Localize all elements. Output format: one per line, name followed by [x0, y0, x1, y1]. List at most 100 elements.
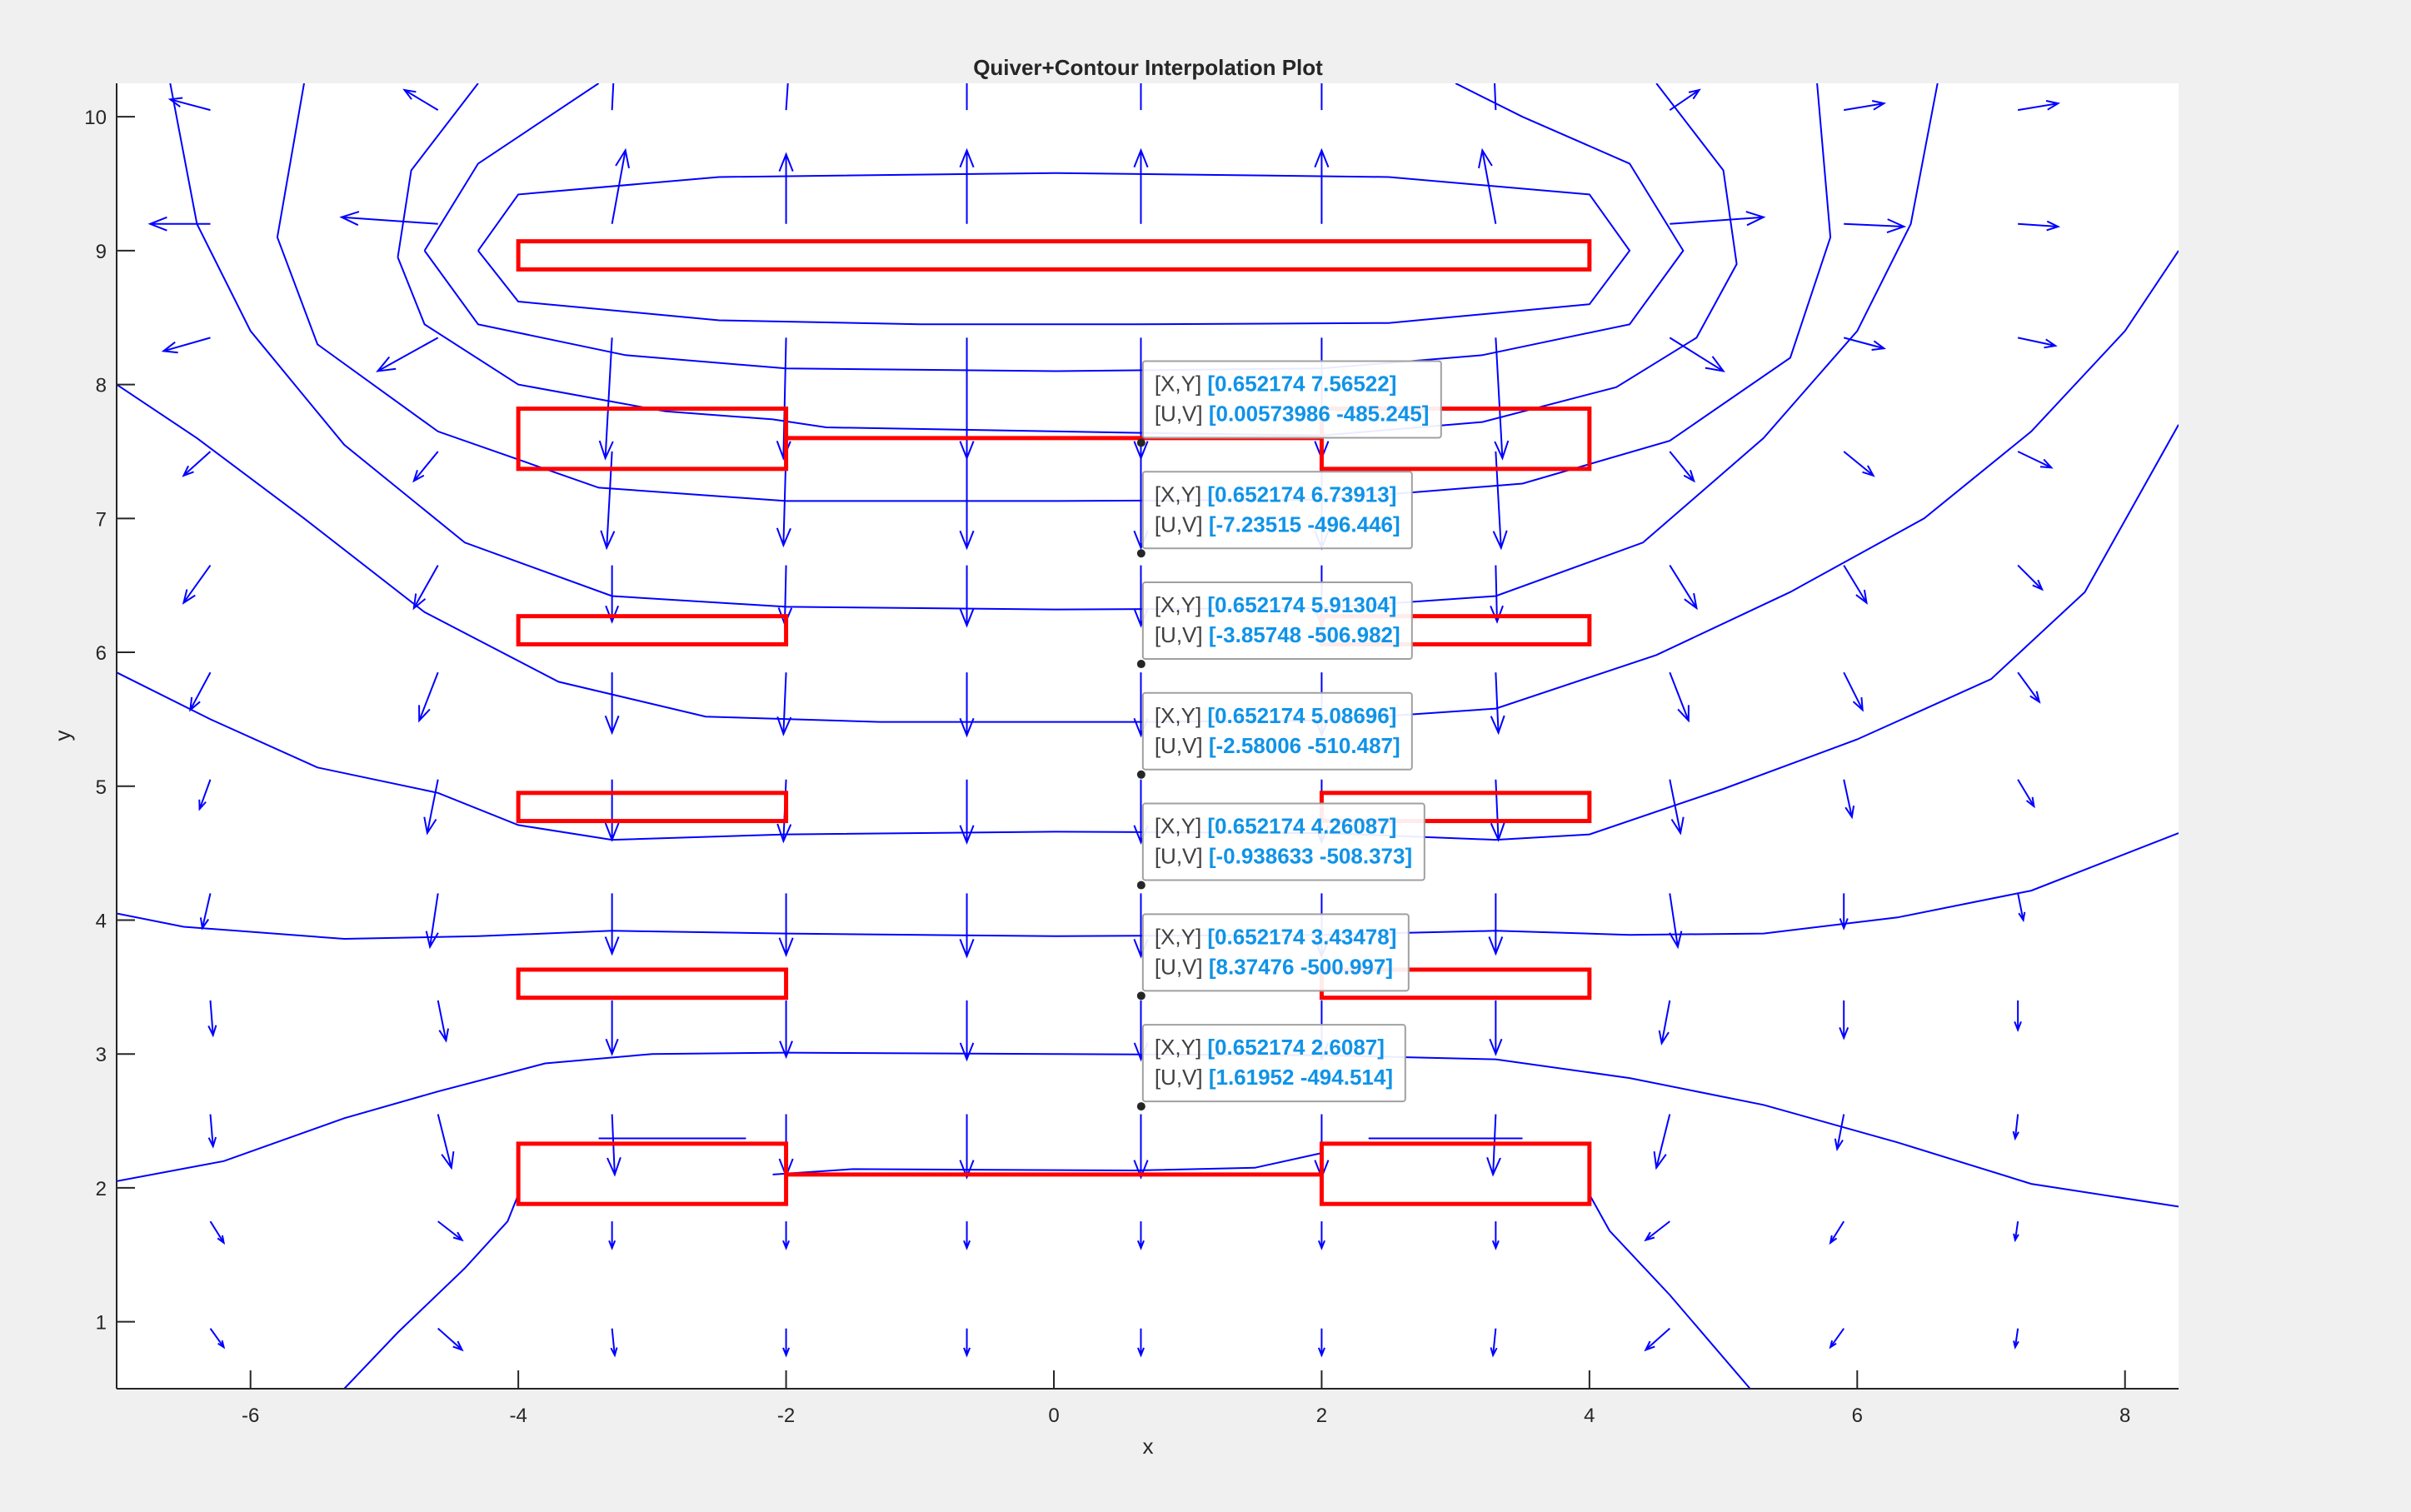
quiver-arrow — [2013, 1220, 2019, 1243]
quiver-arrow — [604, 779, 620, 842]
x-tick-label: 4 — [1584, 1405, 1595, 1427]
quiver-arrow — [610, 1328, 618, 1358]
quiver-arrow — [778, 893, 794, 958]
y-tick-label: 10 — [84, 107, 107, 129]
data-tip-uv-key: [U,V] — [1155, 511, 1209, 536]
quiver-arrow — [1494, 337, 1510, 461]
data-tip-box — [1141, 471, 1413, 550]
quiver-arrow — [199, 893, 212, 931]
quiver-arrow — [182, 565, 212, 605]
quiver-arrow — [209, 1328, 226, 1350]
data-tip-xy: [X,Y] [0.652174 6.73913] — [1155, 482, 1397, 506]
y-tick-label: 8 — [96, 375, 107, 397]
quiver-arrow — [1658, 1000, 1671, 1045]
quiver-arrow — [1644, 1327, 1670, 1352]
quiver-arrow — [605, 1000, 619, 1056]
quiver-arrow — [207, 1114, 217, 1149]
quiver-arrow — [1669, 671, 1690, 723]
quiver-arrows — [147, 83, 2061, 1358]
data-tip[interactable]: [X,Y] [0.652174 2.6087][U,V] [1.61952 -4… — [1136, 1024, 1406, 1111]
contour-line — [477, 172, 1631, 326]
quiver-arrow — [437, 1114, 455, 1170]
x-axis-label: x — [1143, 1434, 1154, 1459]
quiver-arrow — [1478, 147, 1497, 224]
quiver-arrow — [2017, 779, 2035, 809]
data-tip[interactable]: [X,Y] [0.652174 6.73913][U,V] [-7.23515 … — [1136, 471, 1413, 558]
quiver-arrow — [1314, 147, 1330, 224]
data-tip-uv-value: [-3.85748 -506.982] — [1209, 622, 1400, 647]
quiver-arrow — [785, 83, 789, 111]
data-tip[interactable]: [X,Y] [0.652174 5.91304][U,V] [-3.85748 … — [1136, 581, 1413, 669]
quiver-arrow — [147, 216, 211, 232]
data-tip-marker[interactable] — [1136, 660, 1146, 669]
quiver-arrow — [339, 211, 438, 227]
data-tip-xy-key: [X,Y] — [1155, 814, 1208, 839]
data-tip-uv: [U,V] [-0.938633 -508.373] — [1155, 844, 1412, 869]
quiver-arrow — [412, 451, 439, 483]
data-tips[interactable]: [X,Y] [0.652174 7.56522][U,V] [0.0057398… — [1136, 360, 1442, 1111]
contour-line — [343, 1194, 520, 1389]
electrode-outlines — [516, 239, 1592, 1206]
quiver-arrow — [437, 1000, 449, 1043]
data-tip-uv-key: [U,V] — [1155, 844, 1209, 869]
data-tip[interactable]: [X,Y] [0.652174 4.26087][U,V] [-0.938633… — [1136, 802, 1425, 890]
quiver-arrow — [959, 672, 975, 738]
quiver-arrow — [167, 97, 211, 112]
quiver-arrow — [376, 337, 439, 372]
quiver-arrow — [779, 1000, 793, 1060]
contour-line — [117, 1051, 2179, 1208]
y-axis-label: y — [50, 731, 75, 741]
data-tip-marker[interactable] — [1136, 549, 1146, 558]
data-tip-box — [1141, 913, 1410, 992]
data-tip[interactable]: [X,Y] [0.652174 3.43478] [U,V] [8.37476 -… — [1136, 913, 1410, 1001]
quiver-arrow — [1829, 1328, 1845, 1350]
quiver-arrow — [402, 88, 439, 112]
quiver-arrow — [959, 147, 975, 224]
quiver-arrow — [425, 893, 439, 950]
y-tick-label: 7 — [96, 508, 107, 531]
quiver-arrow — [1843, 565, 1868, 605]
data-tip[interactable]: [X,Y] [0.652174 7.56522][U,V] [0.0057398… — [1136, 360, 1442, 447]
data-tip-uv: [U,V] [8.37476 -500.997] — [1155, 954, 1393, 979]
quiver-arrow — [959, 1000, 975, 1062]
data-tip-marker[interactable] — [1136, 438, 1146, 447]
quiver-arrow — [1140, 83, 1142, 111]
data-tip[interactable]: [X,Y] [0.652174 5.08696][U,V] [-2.58006 … — [1136, 691, 1413, 779]
y-tick-label: 6 — [96, 642, 107, 665]
quiver-arrow — [776, 672, 792, 736]
data-tip-box — [1141, 1024, 1406, 1103]
quiver-arrow — [1494, 83, 1497, 111]
quiver-arrow — [1669, 88, 1701, 111]
quiver-arrow — [1490, 1328, 1498, 1358]
data-tip-marker[interactable] — [1136, 881, 1146, 890]
quiver-arrow — [604, 672, 620, 736]
y-tick-label: 2 — [96, 1178, 107, 1200]
quiver-arrow — [198, 779, 212, 811]
data-tip-uv-key: [U,V] — [1155, 622, 1209, 647]
quiver-arrow — [1136, 1328, 1145, 1358]
data-tip-xy-key: [X,Y] — [1155, 924, 1208, 949]
quiver-arrow — [1490, 672, 1505, 736]
electrode-rect — [516, 791, 789, 824]
quiver-arrow — [782, 1221, 791, 1250]
x-tick-label: -6 — [242, 1405, 259, 1427]
data-tip-xy-value: [0.652174 3.43478] — [1207, 924, 1396, 949]
data-tip-uv: [U,V] [-2.58006 -510.487] — [1155, 733, 1400, 758]
data-tip-marker[interactable] — [1136, 991, 1146, 1001]
quiver-arrow — [963, 1221, 971, 1250]
data-tip-uv-key: [U,V] — [1155, 954, 1209, 979]
data-tip-xy-value: [0.652174 5.91304] — [1207, 592, 1396, 617]
data-tip-marker[interactable] — [1136, 770, 1146, 779]
data-tip-xy: [X,Y] [0.652174 3.43478] — [1155, 924, 1397, 949]
contour-line — [772, 1152, 1322, 1175]
y-tick-label: 5 — [96, 776, 107, 799]
quiver-arrow — [161, 337, 211, 354]
electrode-rect — [516, 614, 789, 646]
data-tip-box — [1141, 802, 1425, 881]
data-tip-xy-key: [X,Y] — [1155, 482, 1208, 506]
data-tip-uv: [U,V] [1.61952 -494.514] — [1155, 1065, 1393, 1090]
data-tip-marker[interactable] — [1136, 1102, 1146, 1111]
quiver-arrow — [1669, 779, 1685, 836]
data-tip-box — [1141, 581, 1413, 661]
